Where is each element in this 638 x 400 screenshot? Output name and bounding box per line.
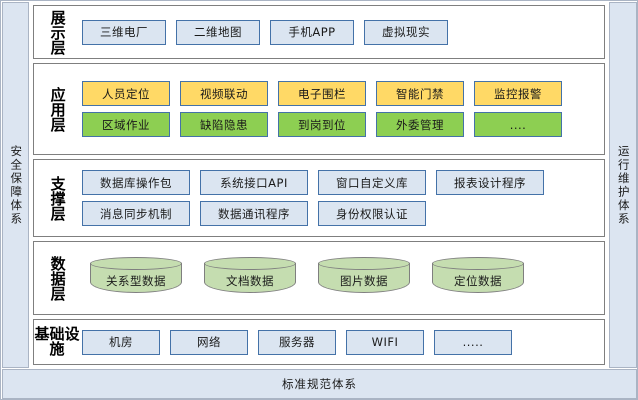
layer-support-row-2: 消息同步机制 数据通讯程序 身份权限认证 (82, 201, 598, 226)
node-app-2[interactable]: 电子围栏 (278, 81, 366, 106)
cylinder-label-2: 图片数据 (340, 274, 388, 288)
cylinder-label-1: 文档数据 (226, 274, 274, 288)
database-cylinder-location[interactable]: 定位数据 (432, 257, 524, 299)
node-display-0[interactable]: 三维电厂 (82, 19, 166, 45)
cylinder-label-3: 定位数据 (454, 274, 502, 288)
cylinder-top (318, 257, 410, 270)
cylinder-top (90, 257, 182, 270)
layer-infrastructure-row: 机房 网络 服务器 WIFI ..... (82, 329, 598, 355)
layer-infrastructure-label: 基础设施 (34, 324, 80, 358)
node-support-5[interactable]: 数据通讯程序 (200, 201, 308, 226)
node-display-2[interactable]: 手机APP (270, 19, 354, 45)
node-app-4[interactable]: 监控报警 (474, 81, 562, 106)
node-app-5[interactable]: 区域作业 (82, 112, 170, 137)
sidebar-security-assurance: 安全保障体系 (2, 2, 29, 368)
sidebar-right-label: 运行维护体系 (616, 144, 631, 226)
node-infra-1[interactable]: 网络 (170, 329, 248, 355)
layer-data-body: 关系型数据 文档数据 图片数据 定位数据 (80, 257, 604, 299)
node-support-3[interactable]: 报表设计程序 (436, 170, 544, 195)
node-infra-4[interactable]: ..... (434, 329, 512, 355)
cylinder-top (432, 257, 524, 270)
node-support-1[interactable]: 系统接口API (200, 170, 308, 195)
node-infra-2[interactable]: 服务器 (258, 329, 336, 355)
node-app-6[interactable]: 缺陷隐患 (180, 112, 268, 137)
node-support-4[interactable]: 消息同步机制 (82, 201, 190, 226)
layer-display-label: 展示层 (48, 9, 67, 55)
layer-data-row: 关系型数据 文档数据 图片数据 定位数据 (82, 257, 598, 299)
layer-application-row-1: 人员定位 视频联动 电子围栏 智能门禁 监控报警 (82, 81, 598, 106)
layer-display-body: 三维电厂 二维地图 手机APP 虚拟现实 (80, 19, 604, 45)
layer-infrastructure: 基础设施 机房 网络 服务器 WIFI ..... (33, 319, 605, 365)
node-app-0[interactable]: 人员定位 (82, 81, 170, 106)
node-app-7[interactable]: 到岗到位 (278, 112, 366, 137)
layer-display: 展示层 三维电厂 二维地图 手机APP 虚拟现实 (33, 5, 605, 59)
cylinder-top (204, 257, 296, 270)
node-app-8[interactable]: 外委管理 (376, 112, 464, 137)
node-infra-3[interactable]: WIFI (346, 329, 424, 355)
layer-application-row-2: 区域作业 缺陷隐患 到岗到位 外委管理 .... (82, 112, 598, 137)
layer-support: 支撑层 数据库操作包 系统接口API 窗口自定义库 报表设计程序 消息同步机制 … (33, 159, 605, 237)
layer-application: 应用层 人员定位 视频联动 电子围栏 智能门禁 监控报警 区域作业 缺陷隐患 到… (33, 63, 605, 155)
layer-support-body: 数据库操作包 系统接口API 窗口自定义库 报表设计程序 消息同步机制 数据通讯… (80, 170, 604, 226)
node-support-0[interactable]: 数据库操作包 (82, 170, 190, 195)
cylinder-label-0: 关系型数据 (106, 274, 166, 288)
node-app-3[interactable]: 智能门禁 (376, 81, 464, 106)
bottom-bar-label: 标准规范体系 (282, 377, 357, 391)
node-display-3[interactable]: 虚拟现实 (364, 19, 448, 45)
node-app-1[interactable]: 视频联动 (180, 81, 268, 106)
node-infra-0[interactable]: 机房 (82, 329, 160, 355)
database-cylinder-document[interactable]: 文档数据 (204, 257, 296, 299)
layer-support-label: 支撑层 (48, 175, 67, 221)
node-app-9[interactable]: .... (474, 112, 562, 137)
layer-application-label: 应用层 (48, 86, 67, 132)
layer-infrastructure-body: 机房 网络 服务器 WIFI ..... (80, 329, 604, 355)
sidebar-operations-maintenance: 运行维护体系 (609, 2, 637, 368)
sidebar-left-label: 安全保障体系 (9, 144, 24, 226)
standards-system-bar: 标准规范体系 (2, 369, 637, 399)
layer-data-label: 数据层 (48, 255, 67, 301)
node-display-1[interactable]: 二维地图 (176, 19, 260, 45)
layer-application-body: 人员定位 视频联动 电子围栏 智能门禁 监控报警 区域作业 缺陷隐患 到岗到位 … (80, 81, 604, 137)
layer-display-row: 三维电厂 二维地图 手机APP 虚拟现实 (82, 19, 598, 45)
node-support-6[interactable]: 身份权限认证 (318, 201, 426, 226)
database-cylinder-relational[interactable]: 关系型数据 (90, 257, 182, 299)
database-cylinder-image[interactable]: 图片数据 (318, 257, 410, 299)
node-support-2[interactable]: 窗口自定义库 (318, 170, 426, 195)
layer-data: 数据层 关系型数据 文档数据 图片数据 (33, 241, 605, 315)
layer-support-row-1: 数据库操作包 系统接口API 窗口自定义库 报表设计程序 (82, 170, 598, 195)
